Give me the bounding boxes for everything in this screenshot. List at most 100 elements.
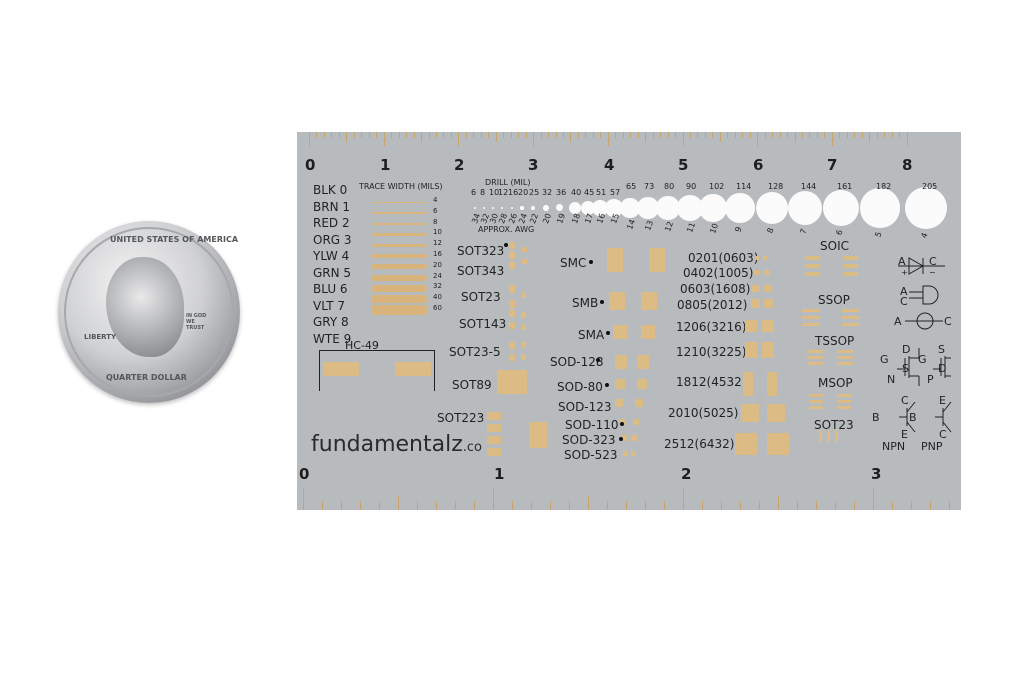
copper-pad bbox=[522, 259, 527, 264]
ruler-tick bbox=[379, 501, 380, 510]
ruler-tick bbox=[550, 501, 551, 510]
resistor-a-label: A bbox=[894, 315, 902, 328]
trace-width-value: 40 bbox=[433, 293, 442, 302]
ruler-tick bbox=[660, 132, 662, 138]
pmos-drain-label: D bbox=[938, 362, 947, 375]
ruler-tick bbox=[406, 132, 408, 138]
chip-size-label: 1210(3225) bbox=[676, 345, 747, 359]
ruler-tick bbox=[809, 132, 811, 138]
ruler-tick bbox=[360, 501, 361, 510]
diode-package-label: SOD-80 bbox=[557, 380, 603, 394]
trace-width-value: 60 bbox=[433, 304, 442, 312]
drill-hole bbox=[905, 187, 947, 229]
copper-pad bbox=[837, 400, 851, 403]
drill-hole bbox=[756, 192, 788, 224]
awg-value: 8 bbox=[765, 226, 776, 235]
copper-pad bbox=[837, 362, 853, 365]
chip-size-label: 0603(1608) bbox=[680, 282, 751, 296]
diode-package-label: SOD-128 bbox=[550, 355, 604, 369]
drill-size: 161 bbox=[837, 182, 853, 191]
copper-pad bbox=[609, 292, 625, 310]
copper-pad bbox=[623, 451, 628, 456]
ruler-number: 1 bbox=[494, 465, 505, 483]
drill-hole bbox=[822, 189, 860, 227]
ruler-tick bbox=[512, 501, 513, 510]
drill-hole bbox=[787, 190, 823, 226]
drill-size: 8 bbox=[480, 188, 486, 197]
copper-pad bbox=[835, 430, 838, 442]
copper-pad bbox=[529, 422, 547, 448]
ruler-tick bbox=[779, 132, 781, 138]
copper-pad bbox=[641, 325, 655, 339]
nmos-drain-label: D bbox=[902, 343, 911, 356]
copper-pad bbox=[805, 264, 819, 268]
copper-pad bbox=[637, 355, 649, 369]
trace-sample bbox=[371, 264, 427, 270]
schematic-symbol-drawings bbox=[897, 257, 952, 433]
copper-pad bbox=[844, 264, 858, 268]
drill-size: 128 bbox=[768, 182, 784, 191]
npn-emitter-label: E bbox=[901, 428, 908, 441]
awg-value: 7 bbox=[798, 227, 809, 236]
copper-pad bbox=[521, 342, 526, 348]
color-code: YLW 4 bbox=[313, 249, 350, 263]
ruler-tick bbox=[891, 132, 893, 138]
led-anode-label: A bbox=[900, 285, 908, 298]
ruler-number: 4 bbox=[604, 156, 615, 174]
copper-pad bbox=[802, 323, 820, 326]
copper-pad bbox=[631, 451, 636, 456]
drill-hole bbox=[620, 198, 640, 218]
ruler-number: 7 bbox=[827, 156, 838, 174]
polarity-dot bbox=[606, 331, 610, 335]
copper-pad bbox=[752, 285, 759, 292]
awg-value: 16 bbox=[595, 212, 608, 225]
trace-sample bbox=[371, 201, 427, 203]
ruler-tick bbox=[510, 132, 512, 138]
ruler-tick bbox=[721, 501, 722, 510]
ruler-tick bbox=[816, 501, 817, 510]
drill-size: 20 bbox=[518, 188, 529, 197]
ruler-tick bbox=[562, 132, 564, 138]
pmos-gate-label: G bbox=[918, 353, 927, 366]
ruler-tick bbox=[637, 132, 639, 138]
nmos-source-label: S bbox=[902, 362, 909, 375]
awg-value: 14 bbox=[625, 217, 638, 231]
ic-package-label: SSOP bbox=[818, 293, 850, 307]
awg-value: 20 bbox=[541, 212, 554, 225]
coin-portrait bbox=[106, 257, 184, 357]
ruler-tick bbox=[361, 132, 363, 138]
trace-width-value: 20 bbox=[433, 260, 442, 269]
copper-pad bbox=[487, 424, 501, 432]
ruler-tick bbox=[702, 501, 703, 510]
ruler-tick bbox=[531, 501, 532, 510]
ruler-tick bbox=[734, 132, 736, 138]
copper-pad bbox=[649, 248, 665, 272]
ruler-tick bbox=[323, 132, 325, 138]
ruler-tick bbox=[854, 132, 856, 138]
crystal-outline bbox=[319, 350, 435, 391]
copper-pad bbox=[764, 285, 771, 292]
ruler-tick bbox=[607, 132, 609, 146]
package-label: SOT23-5 bbox=[449, 345, 501, 359]
ruler-tick bbox=[428, 132, 430, 138]
polarity-dot bbox=[605, 383, 609, 387]
copper-pad bbox=[753, 270, 759, 275]
awg-value: 17 bbox=[583, 212, 596, 225]
ruler-tick bbox=[436, 501, 437, 510]
ruler-tick bbox=[645, 501, 646, 510]
ruler-tick bbox=[675, 132, 677, 138]
ruler-tick bbox=[588, 496, 589, 510]
drill-title: DRILL (MIL) bbox=[485, 178, 531, 187]
copper-pad bbox=[802, 309, 820, 312]
copper-pad bbox=[751, 299, 760, 308]
copper-pad bbox=[763, 256, 767, 260]
awg-value: 5 bbox=[873, 230, 884, 239]
ruler-tick bbox=[712, 132, 714, 138]
ruler-tick bbox=[824, 132, 826, 138]
package-label: SOT323 bbox=[457, 244, 505, 258]
ruler-tick bbox=[398, 132, 400, 138]
diode-package-label: SMA bbox=[578, 328, 605, 342]
drill-size: 80 bbox=[664, 182, 675, 191]
nmos-icon bbox=[897, 348, 920, 386]
ruler-tick bbox=[540, 132, 542, 138]
